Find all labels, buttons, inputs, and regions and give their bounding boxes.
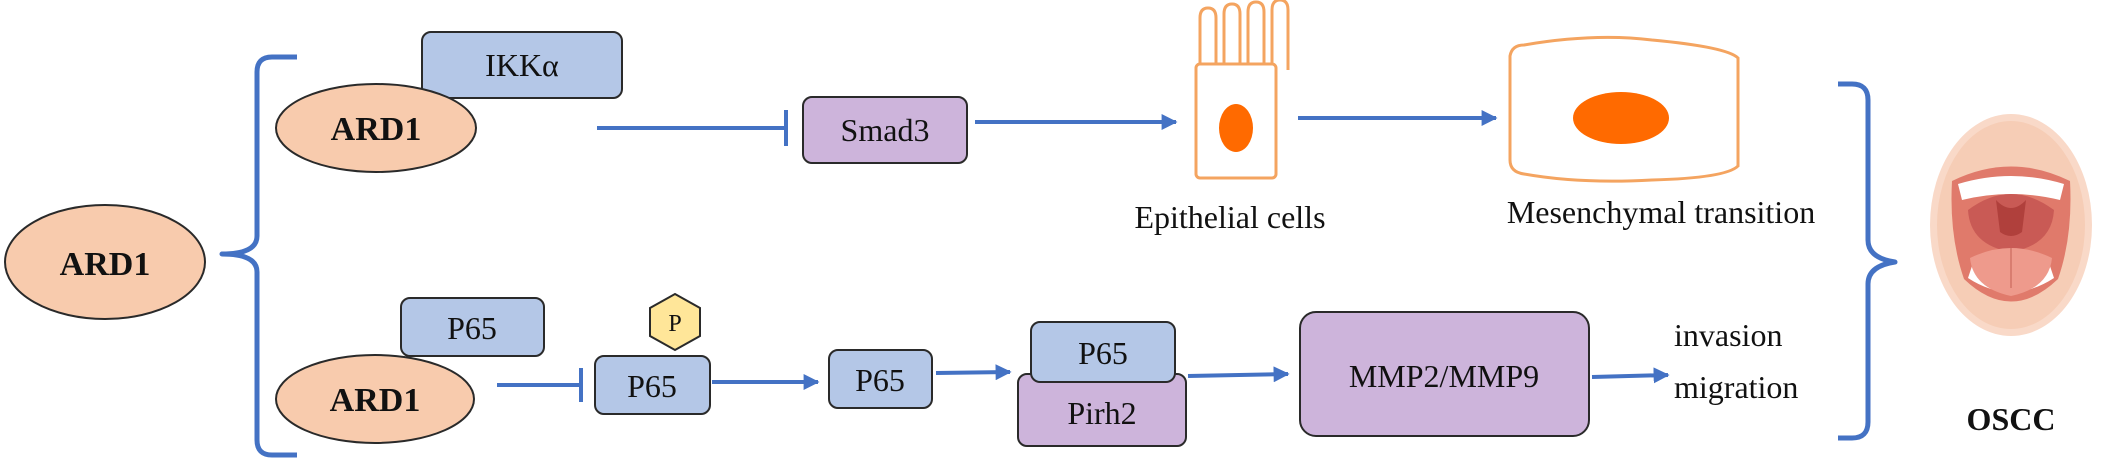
phosphate-node: P — [649, 292, 701, 352]
mesenchymal-cell-icon — [1508, 35, 1740, 183]
migration-label: migration — [1674, 369, 1798, 405]
ard1-top-node: ARD1 — [275, 83, 477, 173]
ard1-bottom-node: ARD1 — [275, 354, 475, 444]
phosphate-label: P — [668, 311, 681, 337]
p65-to-complex-arrow — [935, 364, 1012, 381]
ard1-bottom-label: ARD1 — [330, 382, 421, 419]
ard1-root-node: ARD1 — [4, 204, 206, 320]
mesenchymal-transition-label: Mesenchymal transition — [1507, 194, 1815, 230]
mmp-label: MMP2/MMP9 — [1349, 358, 1539, 394]
ikka-node: IKKα — [421, 31, 623, 99]
ard1-root-label: ARD1 — [60, 246, 151, 283]
ikka-label: IKKα — [485, 47, 559, 83]
smad3-label: Smad3 — [841, 112, 930, 148]
open-mouth-icon — [1930, 114, 2092, 336]
p65-phos-label: P65 — [627, 368, 677, 404]
p65-complex-node: P65 — [1030, 321, 1176, 383]
invasion-label: invasion — [1674, 317, 1782, 353]
p65-phosphorylated-node: P65 — [594, 355, 711, 415]
p65-bound-label: P65 — [447, 310, 497, 346]
pirh2-label: Pirh2 — [1067, 395, 1136, 431]
left-bracket — [219, 54, 297, 458]
pirh2-node: Pirh2 — [1017, 373, 1187, 447]
p65-bound-node: P65 — [400, 297, 545, 357]
p65-complex-label: P65 — [1078, 335, 1128, 371]
epithelial-cell-icon — [1194, 0, 1290, 180]
smad3-node: Smad3 — [802, 96, 968, 164]
complex-to-mmp-arrow — [1187, 366, 1290, 383]
epithelial-cells-label: Epithelial cells — [1134, 199, 1325, 235]
p65-free-label: P65 — [855, 362, 905, 398]
right-bracket — [1838, 81, 1898, 441]
mmp-node: MMP2/MMP9 — [1299, 311, 1590, 437]
oscc-label: OSCC — [1967, 401, 2056, 437]
mmp-to-invasion-arrow — [1591, 367, 1670, 384]
p65-free-node: P65 — [828, 349, 933, 409]
ard1-top-label: ARD1 — [331, 111, 422, 148]
